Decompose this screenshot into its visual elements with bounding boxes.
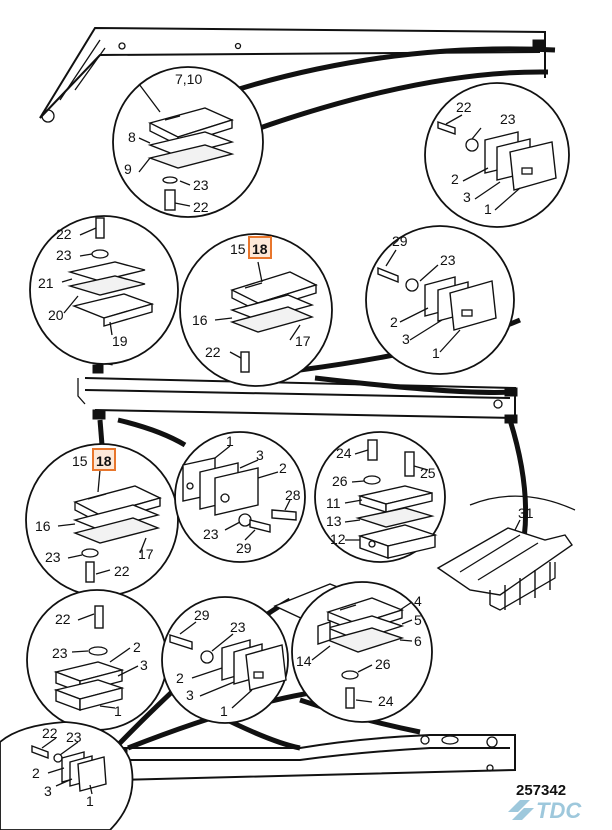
label-6: 6: [414, 633, 422, 649]
label-22: 22: [55, 611, 71, 627]
label-24: 24: [378, 693, 394, 709]
label-16: 16: [192, 312, 208, 328]
label-23: 23: [45, 549, 61, 565]
label-17: 17: [138, 546, 154, 562]
label-1: 1: [432, 345, 440, 361]
detail-circle-3: 22 23 21 20 19: [29, 215, 179, 365]
label-2: 2: [390, 314, 398, 330]
label-23: 23: [230, 619, 246, 635]
label-28: 28: [285, 487, 301, 503]
label-7-10: 7,10: [175, 71, 202, 87]
label-1: 1: [86, 793, 94, 809]
label-22: 22: [193, 199, 209, 215]
detail-circle-8: 24 25 26 11 13 12: [314, 431, 446, 563]
label-17: 17: [295, 333, 311, 349]
label-8: 8: [128, 129, 136, 145]
detail-circle-4: 15 18 16 22 17: [179, 233, 333, 387]
label-3: 3: [44, 783, 52, 799]
label-4: 4: [414, 593, 422, 609]
tdc-logo: TDC: [508, 798, 582, 823]
label-15: 15: [72, 453, 88, 469]
label-29: 29: [392, 233, 408, 249]
label-16: 16: [35, 518, 51, 534]
label-5: 5: [414, 612, 422, 628]
label-23: 23: [52, 645, 68, 661]
label-9: 9: [124, 161, 132, 177]
label-29: 29: [236, 540, 252, 556]
label-29: 29: [194, 607, 210, 623]
detail-circle-9: 22 23 2 3 1: [26, 589, 168, 731]
label-23: 23: [500, 111, 516, 127]
label-21: 21: [38, 275, 54, 291]
label-19: 19: [112, 333, 128, 349]
label-25: 25: [420, 465, 436, 481]
label-23: 23: [66, 729, 82, 745]
label-11: 11: [326, 495, 341, 511]
label-1: 1: [114, 703, 122, 719]
guard-plate-31: 31: [436, 495, 576, 611]
label-14: 14: [296, 653, 312, 669]
label-23: 23: [56, 247, 72, 263]
logo-mark-icon: [508, 800, 534, 820]
label-26: 26: [375, 656, 391, 672]
label-18: 18: [252, 241, 268, 257]
logo-text: TDC: [536, 798, 582, 823]
label-3: 3: [463, 189, 471, 205]
label-1: 1: [484, 201, 492, 217]
highlight-box-18: [248, 236, 272, 259]
label-22: 22: [42, 725, 58, 741]
label-12: 12: [330, 531, 346, 547]
label-15: 15: [230, 241, 246, 257]
label-20: 20: [48, 307, 64, 323]
label-2: 2: [176, 670, 184, 686]
detail-circle-7: 1 3 2 28 23 29: [174, 431, 306, 563]
label-18: 18: [96, 453, 112, 469]
document-id: 257342: [516, 782, 566, 799]
label-23: 23: [440, 252, 456, 268]
label-1: 1: [220, 703, 228, 719]
label-22: 22: [114, 563, 130, 579]
label-2: 2: [451, 171, 459, 187]
label-23: 23: [203, 526, 219, 542]
label-31: 31: [518, 505, 534, 521]
detail-circle-12: 22 23 2 3 1: [0, 721, 134, 830]
label-2: 2: [32, 765, 40, 781]
detail-circle-6: 15 18 16 23 22 17: [25, 443, 179, 597]
label-26: 26: [332, 473, 348, 489]
label-22: 22: [56, 226, 72, 242]
label-22: 22: [456, 99, 472, 115]
detail-circle-2: 22 23 2 3 1: [424, 82, 570, 228]
label-3: 3: [256, 447, 264, 463]
label-2: 2: [279, 460, 287, 476]
label-1: 1: [226, 433, 234, 449]
label-24: 24: [336, 445, 352, 461]
highlight-box-18: [92, 448, 116, 471]
label-13: 13: [326, 513, 342, 529]
label-22: 22: [205, 344, 221, 360]
detail-circle-5: 29 23 2 3 1: [365, 225, 515, 375]
label-3: 3: [186, 687, 194, 703]
label-23: 23: [193, 177, 209, 193]
label-2: 2: [133, 639, 141, 655]
label-3: 3: [402, 331, 410, 347]
detail-circle-11: 4 5 6 14 26 24: [273, 581, 433, 723]
detail-circle-10: 29 23 2 3 1: [161, 596, 289, 724]
detail-circle-1: 7,10 8 9 23 22: [112, 66, 264, 218]
label-3: 3: [140, 657, 148, 673]
